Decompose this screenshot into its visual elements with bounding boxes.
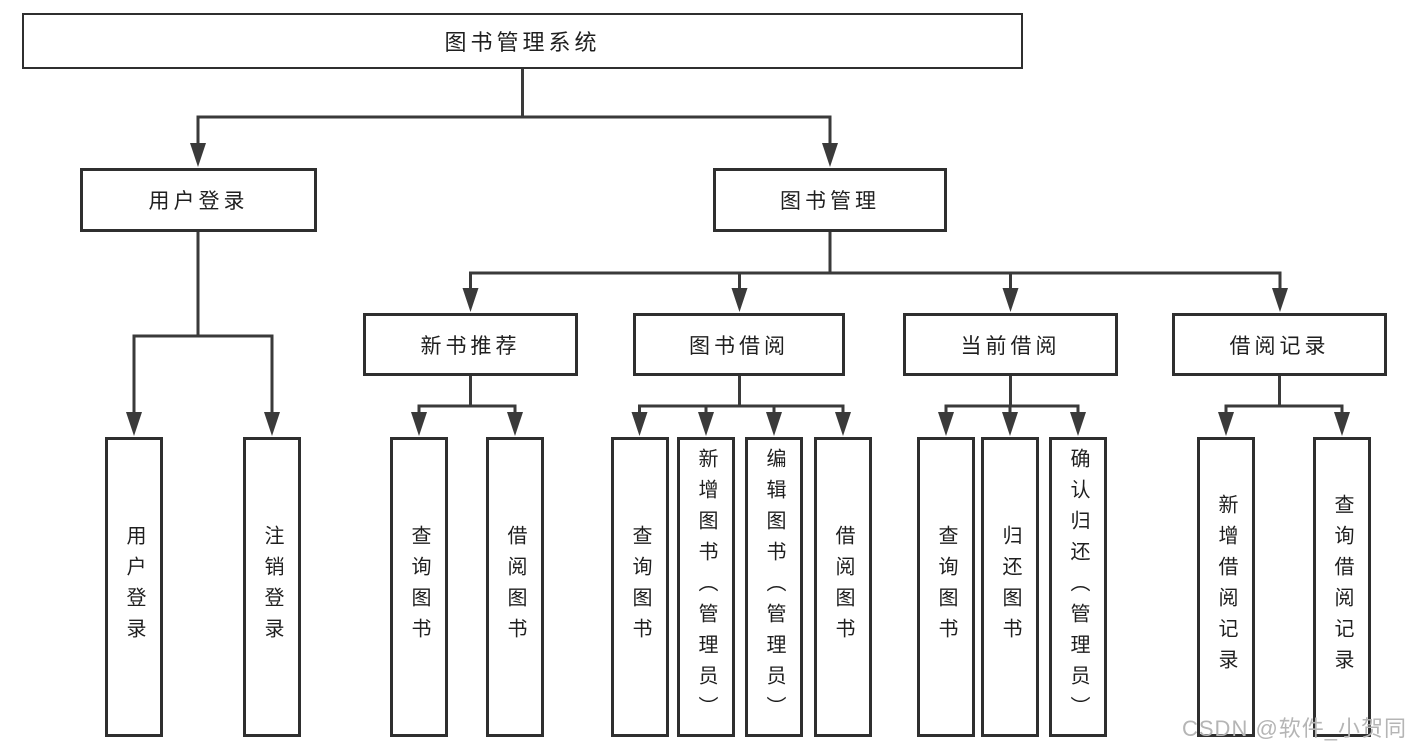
leaf-label: 确认归还（管理员） bbox=[1067, 447, 1089, 727]
leaf-label: 查询借阅记录 bbox=[1331, 494, 1353, 680]
leaf-query-borrow-record: 查询借阅记录 bbox=[1313, 437, 1371, 737]
node-label: 用户登录 bbox=[148, 190, 249, 213]
node-label: 图书管理 bbox=[780, 190, 880, 213]
leaf-return-books: 归还图书 bbox=[981, 437, 1039, 737]
leaf-label: 新增借阅记录 bbox=[1215, 494, 1237, 680]
node-new-book-recommend: 新书推荐 bbox=[363, 313, 578, 376]
leaf-label: 查询图书 bbox=[935, 525, 957, 649]
node-user-login: 用户登录 bbox=[80, 168, 317, 232]
leaf-borrow-books-recommend: 借阅图书 bbox=[486, 437, 544, 737]
node-borrow-records: 借阅记录 bbox=[1172, 313, 1387, 376]
leaf-query-books-current: 查询图书 bbox=[917, 437, 975, 737]
leaf-label: 新增图书（管理员） bbox=[695, 447, 717, 727]
arrowhead-down-icons bbox=[126, 143, 1350, 436]
leaf-label: 编辑图书（管理员） bbox=[763, 447, 785, 727]
node-label: 新书推荐 bbox=[420, 334, 521, 358]
leaf-add-books-admin: 新增图书（管理员） bbox=[677, 437, 735, 737]
leaf-label: 查询图书 bbox=[629, 525, 651, 649]
leaf-edit-books-admin: 编辑图书（管理员） bbox=[745, 437, 803, 737]
leaf-label: 借阅图书 bbox=[504, 525, 526, 649]
leaf-label: 归还图书 bbox=[999, 525, 1021, 649]
node-current-borrow: 当前借阅 bbox=[903, 313, 1118, 376]
node-book-management: 图书管理 bbox=[713, 168, 947, 232]
csdn-watermark: CSDN @软件_小贺同学 bbox=[1182, 716, 1405, 741]
leaf-user-login: 用户登录 bbox=[105, 437, 163, 737]
node-label: 当前借阅 bbox=[960, 334, 1061, 358]
leaf-label: 借阅图书 bbox=[832, 525, 854, 649]
node-root-library-system: 图书管理系统 bbox=[22, 13, 1023, 69]
leaf-label: 注销登录 bbox=[261, 525, 283, 649]
leaf-query-books-recommend: 查询图书 bbox=[390, 437, 448, 737]
leaf-logout: 注销登录 bbox=[243, 437, 301, 737]
leaf-borrow-books: 借阅图书 bbox=[814, 437, 872, 737]
node-book-borrow: 图书借阅 bbox=[633, 313, 845, 376]
node-label: 图书管理系统 bbox=[444, 30, 601, 55]
leaf-add-borrow-record: 新增借阅记录 bbox=[1197, 437, 1255, 737]
node-label: 借阅记录 bbox=[1229, 334, 1330, 358]
node-label: 图书借阅 bbox=[689, 334, 789, 358]
leaf-confirm-return-admin: 确认归还（管理员） bbox=[1049, 437, 1107, 737]
leaf-label: 用户登录 bbox=[123, 525, 145, 649]
leaf-query-books-borrow: 查询图书 bbox=[611, 437, 669, 737]
leaf-label: 查询图书 bbox=[408, 525, 430, 649]
